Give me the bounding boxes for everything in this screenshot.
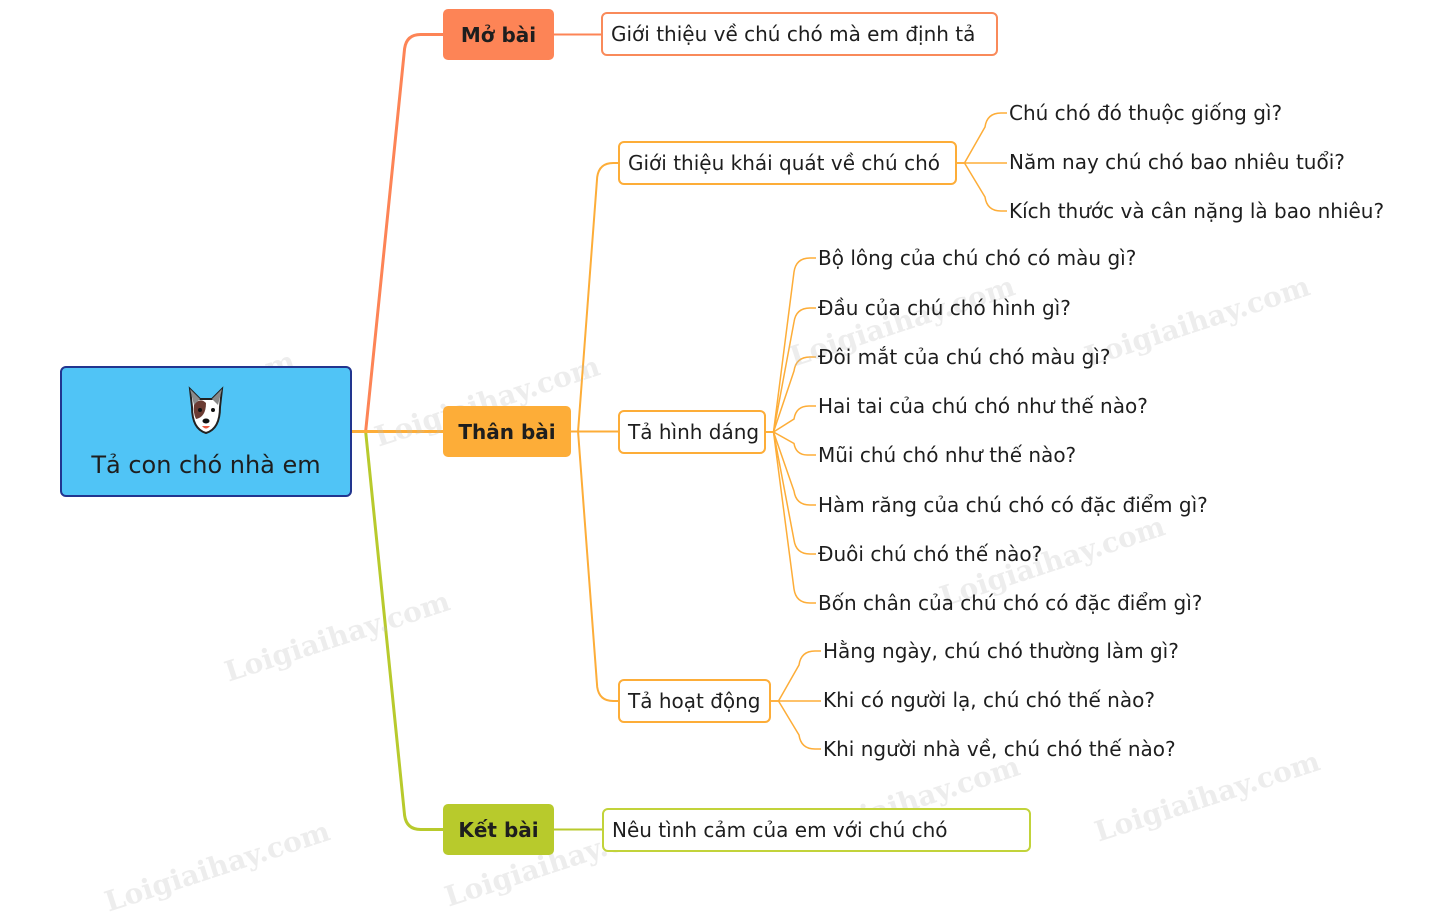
subtopic-gioi-thieu[interactable]: Giới thiệu khái quát về chú chó — [618, 141, 957, 185]
leaf-item[interactable]: Hai tai của chú chó như thế nào? — [818, 394, 1148, 418]
leaf-item[interactable]: Năm nay chú chó bao nhiêu tuổi? — [1009, 150, 1345, 174]
connector — [766, 431, 816, 456]
connector — [957, 162, 1007, 212]
leaf-item[interactable]: Kích thước và cân nặng là bao nhiêu? — [1009, 199, 1385, 223]
leaf-item[interactable]: Hằng ngày, chú chó thường làm gì? — [823, 639, 1179, 663]
leaf-item[interactable]: Đuôi chú chó thế nào? — [818, 542, 1043, 566]
connector — [766, 257, 816, 433]
subtopic-mo-bai[interactable]: Giới thiệu về chú chó mà em định tả — [601, 12, 998, 56]
subtopic-ta-hoat-dong[interactable]: Tả hoạt động — [618, 679, 771, 723]
root-label: Tả con chó nhà em — [91, 450, 321, 479]
connector — [957, 112, 1007, 164]
connector — [771, 700, 821, 750]
leaf-item[interactable]: Khi người nhà về, chú chó thế nào? — [823, 737, 1176, 761]
subtopic-label: Giới thiệu khái quát về chú chó — [628, 151, 940, 175]
leaf-item[interactable]: Đôi mắt của chú chó màu gì? — [818, 345, 1111, 369]
connector — [766, 431, 816, 506]
dog-face-icon — [188, 385, 224, 434]
watermark: Loigiaihay.com — [220, 584, 455, 689]
topic-ket-bai[interactable]: Kết bài — [443, 804, 554, 855]
leaf-item[interactable]: Bộ lông của chú chó có màu gì? — [818, 246, 1137, 270]
connector — [571, 162, 618, 433]
subtopic-label: Nêu tình cảm của em với chú chó — [612, 818, 948, 842]
topic-label: Thân bài — [458, 419, 556, 444]
root-topic[interactable]: Tả con chó nhà em — [60, 366, 352, 497]
connector — [766, 405, 816, 433]
leaf-item[interactable]: Hàm răng của chú chó có đặc điểm gì? — [818, 493, 1208, 517]
connector — [571, 430, 618, 702]
connector — [766, 431, 816, 555]
connector — [771, 650, 821, 702]
leaf-item[interactable]: Đầu của chú chó hình gì? — [818, 296, 1071, 320]
watermark: Loigiaihay.com — [100, 814, 335, 918]
connector — [766, 307, 816, 433]
subtopic-label: Tả hoạt động — [628, 689, 761, 713]
connector — [352, 33, 443, 433]
topic-label: Kết bài — [458, 817, 539, 842]
leaf-item[interactable]: Bốn chân của chú chó có đặc điểm gì? — [818, 591, 1203, 615]
leaf-item[interactable]: Chú chó đó thuộc giống gì? — [1009, 101, 1283, 125]
subtopic-label: Giới thiệu về chú chó mà em định tả — [611, 22, 976, 46]
subtopic-label: Tả hình dáng — [628, 420, 760, 444]
leaf-item[interactable]: Mũi chú chó như thế nào? — [818, 443, 1077, 467]
leaf-item[interactable]: Khi có người lạ, chú chó thế nào? — [823, 688, 1155, 712]
connector — [766, 431, 816, 604]
connector — [352, 430, 443, 831]
topic-label: Mở bài — [460, 22, 537, 47]
connector — [766, 356, 816, 433]
watermark: Loigiaihay.com — [1080, 269, 1315, 374]
topic-than-bai[interactable]: Thân bài — [443, 406, 571, 457]
topic-mo-bai[interactable]: Mở bài — [443, 9, 554, 60]
subtopic-ta-hinh-dang[interactable]: Tả hình dáng — [618, 410, 766, 454]
subtopic-ket-bai[interactable]: Nêu tình cảm của em với chú chó — [602, 808, 1031, 852]
